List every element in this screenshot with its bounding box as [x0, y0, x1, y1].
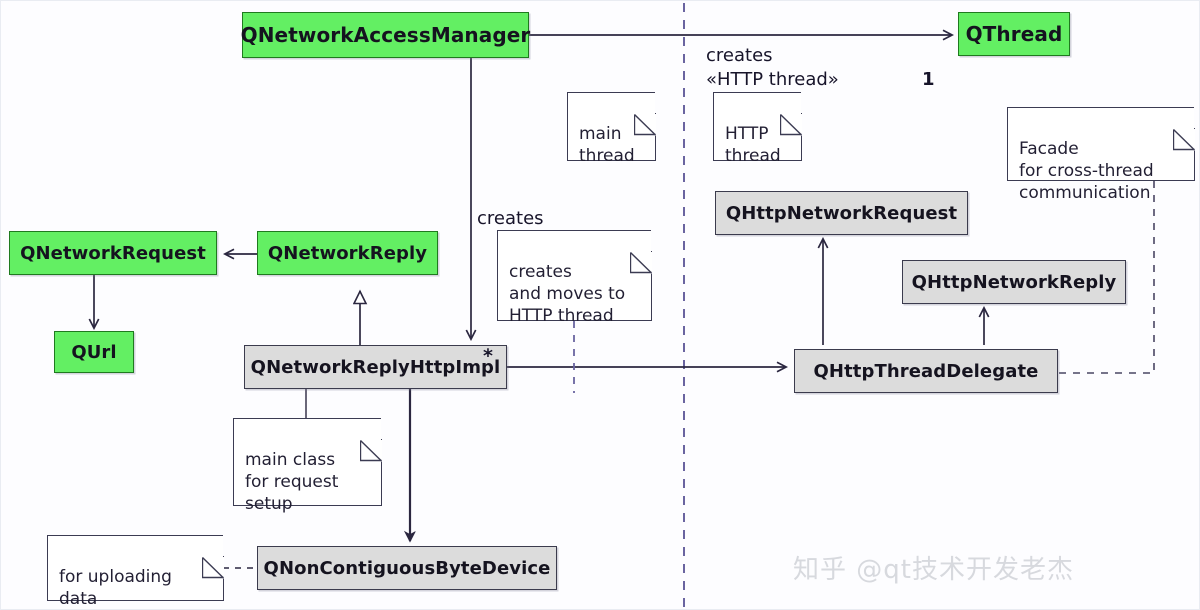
edge-label-text: 1 — [922, 68, 935, 90]
note-fold-corner-icon — [630, 230, 653, 274]
note-main-thread: main thread — [567, 92, 657, 166]
note-right-edge — [1194, 128, 1196, 182]
class-label: QNetworkReplyHttpImpl — [250, 356, 501, 378]
note-text: for uploading data — [59, 567, 172, 610]
note-creates-and-moves: creates and moves to HTTP thread — [497, 230, 653, 326]
note-facade: Facade for cross-thread communication — [1007, 107, 1196, 203]
class-label: QHttpNetworkReply — [911, 271, 1117, 293]
class-label: QUrl — [71, 341, 117, 363]
class-qhttpnetworkrequest[interactable]: QHttpNetworkRequest — [715, 191, 968, 235]
watermark-text: 知乎 @qt技术开发老杰 — [793, 555, 1074, 585]
note-fold-corner-icon — [780, 92, 803, 136]
class-qthread[interactable]: QThread — [958, 12, 1070, 56]
note-main-class-for-request-setup: main class for request setup — [233, 418, 383, 514]
note-text: HTTP thread — [725, 124, 781, 167]
class-qnetworkreplyhttpimpl[interactable]: QNetworkReplyHttpImpl — [244, 345, 507, 389]
edge-label-text: creates — [477, 207, 544, 229]
class-qnetworkreply[interactable]: QNetworkReply — [257, 231, 438, 275]
class-label: QNetworkAccessManager — [240, 23, 531, 47]
class-qnetworkaccessmanager[interactable]: QNetworkAccessManager — [240, 12, 531, 58]
note-right-edge — [381, 439, 383, 507]
class-qnetworkrequest[interactable]: QNetworkRequest — [9, 231, 217, 275]
class-qhttpthreaddelegate[interactable]: QHttpThreadDelegate — [794, 349, 1058, 393]
edge-label-creates-http-thread: creates «HTTP thread» — [706, 20, 839, 91]
note-fold-corner-icon — [1173, 107, 1196, 151]
note-fold-corner-icon — [634, 92, 657, 136]
class-label: QThread — [965, 22, 1063, 46]
edge-label-creates: creates — [477, 183, 544, 231]
class-qurl[interactable]: QUrl — [54, 331, 134, 373]
note-text: main thread — [579, 124, 635, 167]
note-text: Facade for cross-thread communication — [1019, 139, 1154, 204]
edge-label-text: * — [483, 345, 493, 368]
class-label: QNetworkReply — [267, 242, 428, 264]
class-label: QNonContiguousByteDevice — [263, 557, 551, 579]
note-http-thread: HTTP thread — [713, 92, 803, 166]
class-qhttpnetworkreply[interactable]: QHttpNetworkReply — [902, 260, 1126, 304]
note-right-edge — [801, 113, 803, 162]
note-text: main class for request setup — [245, 450, 339, 515]
watermark: 知乎 @qt技术开发老杰 — [793, 549, 1074, 586]
note-right-edge — [655, 113, 657, 162]
edge-label-multiplicity-many: * — [483, 319, 493, 369]
note-fold-corner-icon — [202, 535, 225, 579]
note-for-uploading-data: for uploading data — [47, 535, 225, 609]
class-label: QHttpThreadDelegate — [813, 360, 1039, 382]
class-qnoncontiguousbytedevice[interactable]: QNonContiguousByteDevice — [257, 546, 557, 590]
edge-label-multiplicity-one: 1 — [922, 44, 935, 92]
note-right-edge — [223, 556, 225, 602]
class-label: QNetworkRequest — [20, 242, 206, 264]
note-text: creates and moves to HTTP thread — [509, 262, 626, 327]
note-fold-corner-icon — [360, 418, 383, 462]
note-right-edge — [651, 251, 653, 322]
edge-label-text: creates «HTTP thread» — [706, 44, 839, 90]
class-label: QHttpNetworkRequest — [725, 202, 958, 224]
